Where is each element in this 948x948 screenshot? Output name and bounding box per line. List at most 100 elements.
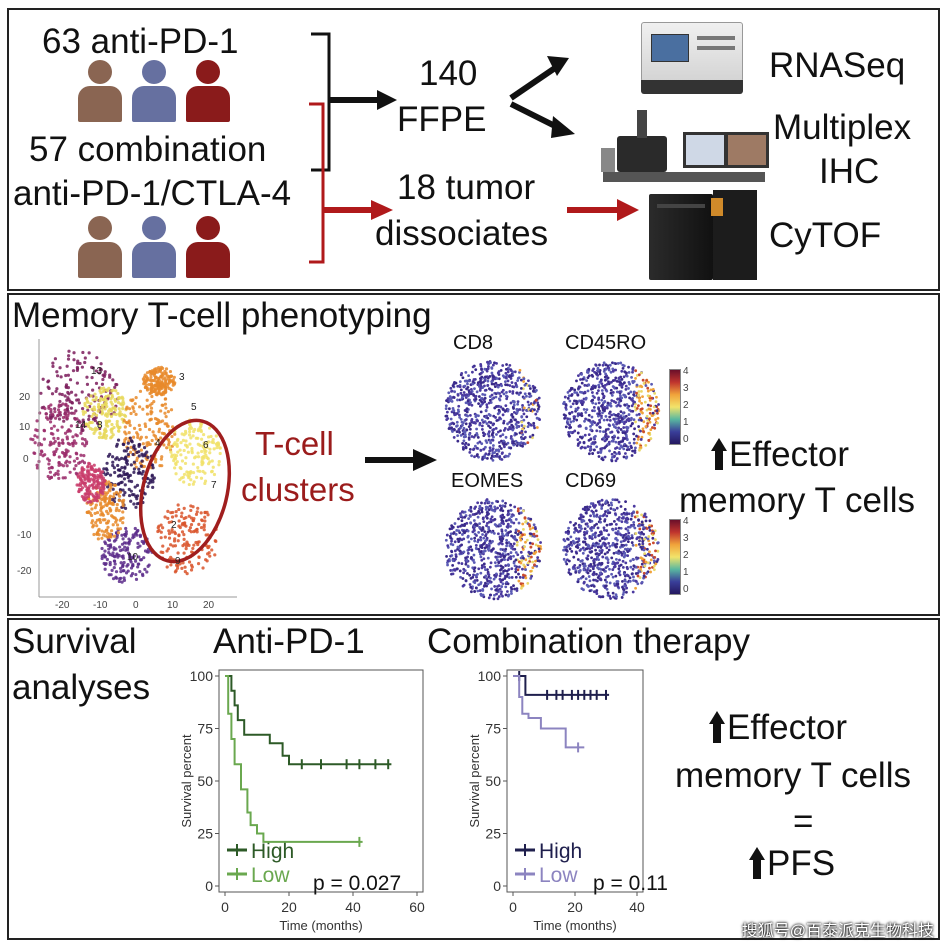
marker-label: CD8 xyxy=(453,332,494,354)
tsne-y-tick: 10 xyxy=(19,422,31,433)
marker-label: CD69 xyxy=(565,470,617,492)
y-tick-label: 0 xyxy=(493,878,501,894)
colorbar-tick: 3 xyxy=(683,533,689,544)
person-icon xyxy=(77,216,123,278)
cluster-number: 6 xyxy=(203,440,209,451)
chart2-title: Combination therapy xyxy=(427,622,750,661)
y-axis-label: Survival percent xyxy=(467,734,482,828)
cluster-number: 4 xyxy=(155,438,161,449)
microscope-icon xyxy=(601,106,769,192)
plot-frame xyxy=(218,669,424,893)
y-axis-label: Survival percent xyxy=(179,734,194,828)
y-tick-label: 75 xyxy=(485,721,501,737)
person-icon xyxy=(77,60,123,122)
cd69-plot xyxy=(562,498,660,600)
cluster-number: 14 xyxy=(75,420,87,431)
arrow-red-head xyxy=(371,200,393,220)
legend-label: High xyxy=(539,840,582,863)
marker-label: CD45RO xyxy=(565,332,647,354)
x-tick-label: 0 xyxy=(509,899,517,915)
km-curve-low xyxy=(225,675,363,843)
colorbar-tick: 1 xyxy=(683,417,689,428)
watermark: 搜狐号@百泰派克生物科技 xyxy=(741,923,934,940)
km-curve-high xyxy=(513,675,610,696)
branch-arrow-up xyxy=(509,65,557,101)
survival-conclusion-line2: memory T cells xyxy=(675,756,911,795)
x-tick-label: 0 xyxy=(221,899,229,915)
survival-title-line1: Survival xyxy=(12,622,137,661)
y-tick-label: 50 xyxy=(485,773,501,789)
tsne-y-tick: 20 xyxy=(19,392,31,403)
colorbar-tick: 4 xyxy=(683,516,689,527)
tsne-plot xyxy=(29,339,237,598)
legend-label: Low xyxy=(251,864,290,887)
survival-title-line2: analyses xyxy=(12,668,151,707)
survival-conclusion-line1: Effector xyxy=(709,710,847,745)
chart1-title: Anti-PD-1 xyxy=(213,622,365,661)
y-tick-label: 25 xyxy=(197,826,213,842)
cluster-number: 5 xyxy=(191,402,197,413)
person-icon xyxy=(185,216,231,278)
colorbar-tick: 0 xyxy=(683,434,689,445)
up-arrow-icon xyxy=(711,438,727,470)
x-tick-label: 20 xyxy=(567,899,583,915)
y-tick-label: 75 xyxy=(197,721,213,737)
tsne-y-tick: 0 xyxy=(23,454,29,465)
phenotyping-title: Memory T-cell phenotyping xyxy=(12,296,432,335)
colorbar xyxy=(669,369,681,445)
cluster-number: 13 xyxy=(91,366,103,377)
survival-conclusion-equals: = xyxy=(793,802,814,841)
cd8-plot xyxy=(444,360,541,462)
p-value-annotation: p = 0.027 xyxy=(313,872,401,895)
legend-label: High xyxy=(251,840,294,863)
arrow-red-cytof-head xyxy=(617,199,639,221)
method-cytof: CyTOF xyxy=(769,216,882,255)
ffpe-label: FFPE xyxy=(397,100,487,139)
marker-label: EOMES xyxy=(451,470,524,492)
x-axis-label: Time (months) xyxy=(279,918,362,933)
survival-conclusion-line3: PFS xyxy=(749,846,835,881)
branch-arrow-up-head xyxy=(547,56,569,76)
colorbar-tick: 3 xyxy=(683,383,689,394)
cluster-label-line2: clusters xyxy=(241,471,355,508)
y-tick-label: 25 xyxy=(485,826,501,842)
tsne-y-tick: -10 xyxy=(17,530,32,541)
group2-label-line2: anti-PD-1/CTLA-4 xyxy=(13,174,292,213)
person-icon xyxy=(185,60,231,122)
arrow-black-head xyxy=(377,90,397,110)
cytof-machine-icon xyxy=(649,190,761,280)
bracket-red xyxy=(309,102,325,264)
tumor-label-line2: dissociates xyxy=(375,214,549,253)
branch-arrow-down-head xyxy=(551,116,575,138)
tumor-label-line1: 18 tumor xyxy=(397,168,536,207)
x-tick-label: 40 xyxy=(345,899,361,915)
y-tick-label: 100 xyxy=(478,668,502,684)
flow-arrows xyxy=(309,32,639,264)
method-rnaseq: RNASeq xyxy=(769,46,906,85)
branch-arrow-down xyxy=(509,101,561,131)
y-tick-label: 100 xyxy=(190,668,214,684)
colorbar xyxy=(669,519,681,595)
colorbar-tick: 1 xyxy=(683,567,689,578)
colorbar-tick: 2 xyxy=(683,400,689,411)
x-tick-label: 40 xyxy=(629,899,645,915)
x-tick-label: 60 xyxy=(409,899,425,915)
group1-label: 63 anti-PD-1 xyxy=(42,22,239,61)
tsne-y-tick: -20 xyxy=(17,566,32,577)
cluster-number: 10 xyxy=(127,552,139,563)
eomes-plot xyxy=(444,498,543,601)
method-ihc: IHC xyxy=(819,152,880,191)
group2-label-line1: 57 combination xyxy=(29,130,267,169)
t-cell-cluster-outline xyxy=(138,418,232,564)
tsne-x-tick: 0 xyxy=(133,600,139,611)
cluster-number: 2 xyxy=(171,520,177,531)
tsne-x-tick: -20 xyxy=(55,600,70,611)
legend-label: Low xyxy=(539,864,578,887)
method-multiplex: Multiplex xyxy=(773,108,912,147)
phenotype-conclusion-line1: Effector xyxy=(711,437,849,472)
cd45ro-plot xyxy=(562,361,661,463)
y-tick-label: 0 xyxy=(205,878,213,894)
km-curve-low xyxy=(513,675,585,749)
sequencer-icon xyxy=(637,22,747,98)
